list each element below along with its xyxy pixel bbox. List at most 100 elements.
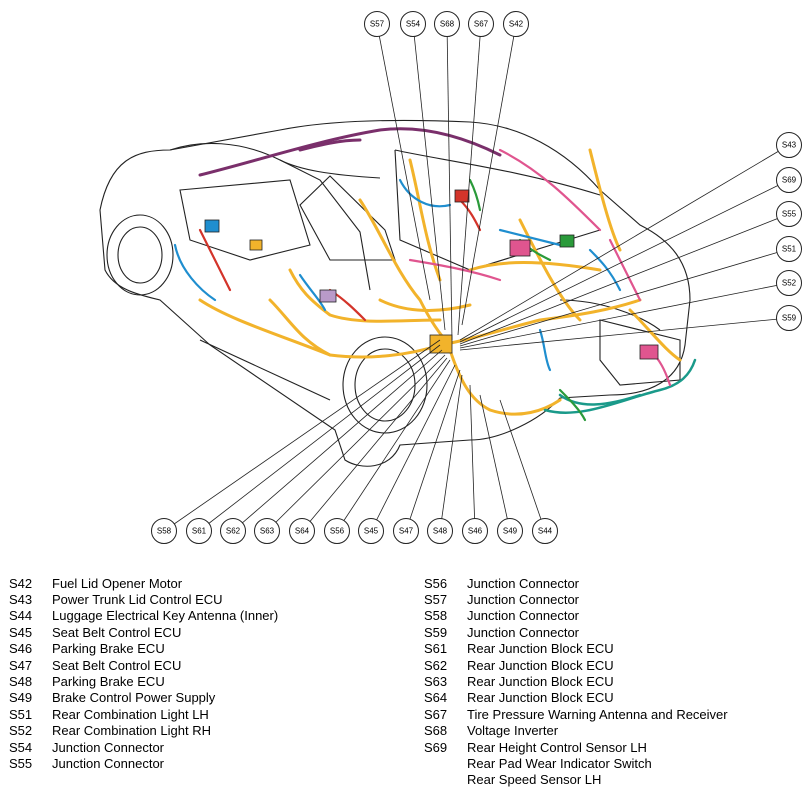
legend-label: Rear Junction Block ECU (467, 657, 614, 673)
callout-label: S42 (509, 20, 524, 29)
legend-code: S61 (424, 641, 448, 657)
callout-circle (462, 518, 488, 544)
callout-s52: S52 (776, 270, 802, 296)
callout-label: S52 (782, 279, 797, 288)
legend-code: S63 (424, 674, 448, 690)
callout-label: S51 (782, 245, 797, 254)
callout-s44: S44 (532, 518, 558, 544)
legend-label: Seat Belt Control ECU (52, 624, 182, 640)
callout-circle (393, 518, 419, 544)
callout-s58: S58 (151, 518, 177, 544)
legend-label: Fuel Lid Opener Motor (52, 575, 183, 591)
legend-row-extra: Rear Speed Sensor LH (424, 772, 728, 788)
legend-code: S42 (9, 575, 33, 591)
callout-s51: S51 (776, 236, 802, 262)
callout-label: S63 (260, 527, 275, 536)
legend-label: Parking Brake ECU (52, 641, 165, 657)
legend-code: S59 (424, 624, 448, 640)
callout-circle (151, 518, 177, 544)
callout-s62: S62 (220, 518, 246, 544)
callout-s61: S61 (186, 518, 212, 544)
callout-label: S68 (440, 20, 455, 29)
callout-label: S49 (503, 527, 518, 536)
legend-label: Voltage Inverter (467, 723, 559, 739)
legend-label: Rear Combination Light LH (52, 706, 209, 722)
callout-s54: S54 (400, 11, 426, 37)
legend-label: Junction Connector (52, 739, 165, 755)
legend-label: Rear Junction Block ECU (467, 690, 614, 706)
legend-label: Brake Control Power Supply (52, 690, 216, 706)
callout-label: S56 (330, 527, 345, 536)
leader-s56 (336, 359, 451, 532)
callout-s48: S48 (427, 518, 453, 544)
callout-circle (289, 518, 315, 544)
leader-s54 (412, 23, 446, 331)
callout-label: S54 (406, 20, 421, 29)
legend-label: Parking Brake ECU (52, 674, 165, 690)
callout-label: S64 (295, 527, 310, 536)
callout-circle (254, 518, 280, 544)
legend-label: Rear Combination Light RH (52, 723, 211, 739)
callout-circle (776, 132, 802, 158)
leader-s48 (439, 374, 463, 532)
callout-circle (776, 167, 802, 193)
legend-label: Rear Height Control Sensor LH (467, 739, 647, 755)
harness-purple (198, 127, 502, 177)
callout-s67: S67 (468, 11, 494, 37)
legend-label: Power Trunk Lid Control ECU (52, 592, 223, 608)
legend-code: S54 (9, 739, 33, 755)
legend-code: S68 (424, 723, 448, 739)
callout-s63: S63 (254, 518, 280, 544)
legend-code: S51 (9, 706, 33, 722)
leader-s45 (370, 364, 456, 532)
callout-label: S43 (782, 141, 797, 150)
callout-s55: S55 (776, 201, 802, 227)
leader-s44 (499, 399, 546, 532)
legend-code: S47 (9, 657, 33, 673)
leader-s67 (457, 23, 482, 336)
legend-label: Rear Junction Block ECU (467, 641, 614, 657)
car-outline (99, 119, 691, 467)
callout-label: S62 (226, 527, 241, 536)
callout-s45: S45 (358, 518, 384, 544)
legend-label: Junction Connector (467, 608, 580, 624)
leader-s55 (459, 213, 790, 345)
callout-circle (364, 11, 390, 37)
leader-s64 (301, 357, 448, 532)
callout-circle (776, 305, 802, 331)
callout-circle (468, 11, 494, 37)
leader-s63 (266, 354, 446, 532)
harness-pink (408, 148, 672, 387)
leader-s59 (459, 317, 790, 351)
callout-label: S48 (433, 527, 448, 536)
callout-circle (324, 518, 350, 544)
callout-circle (503, 11, 529, 37)
callout-label: S44 (538, 527, 553, 536)
callout-s47: S47 (393, 518, 419, 544)
callout-s46: S46 (462, 518, 488, 544)
legend-code: S48 (9, 674, 33, 690)
callout-label: S57 (370, 20, 385, 29)
legend-code: S49 (9, 690, 33, 706)
callout-s56: S56 (324, 518, 350, 544)
callout-label: S47 (399, 527, 414, 536)
connector-blocks (204, 189, 659, 360)
callout-label: S55 (782, 210, 797, 219)
legend-code: S58 (424, 608, 448, 624)
legend-row-s48: S48 Parking Brake ECU (9, 673, 278, 689)
legend-label: Rear Junction Block ECU (467, 674, 614, 690)
legend-label: Junction Connector (52, 755, 165, 771)
legend-code: S43 (9, 592, 33, 608)
callout-circle (776, 270, 802, 296)
leader-s51 (459, 248, 790, 347)
legend-code: S52 (9, 723, 33, 739)
legend-row-s68: S68 Voltage Inverter (424, 723, 728, 739)
legend-code: S69 (424, 739, 448, 755)
callout-circle (220, 518, 246, 544)
callout-circle (776, 236, 802, 262)
callout-label: S67 (474, 20, 489, 29)
